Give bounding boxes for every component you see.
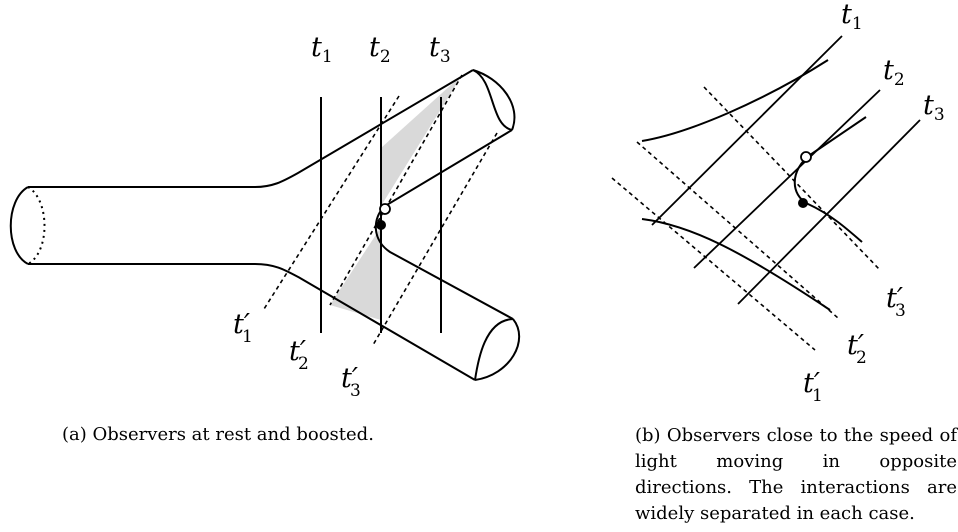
label-b-t1: t1 (841, 0, 863, 34)
interaction-point-b-open (800, 151, 812, 163)
worldline-junction (793, 116, 867, 243)
boosted-line-t3p (372, 132, 498, 346)
label-b-t3p: t′3 (886, 283, 906, 321)
interaction-point-b-filled (798, 198, 808, 208)
interaction-point-open (379, 203, 391, 215)
observer-line-b-t3 (737, 119, 921, 305)
label-b-t1p: t′1 (803, 368, 823, 406)
boosted-line-t1p (263, 95, 400, 310)
label-a-t1p: t′1 (233, 309, 253, 347)
worldline-upper (641, 59, 829, 142)
observer-line-b-t2 (693, 89, 881, 269)
label-a-t2p: t′2 (289, 336, 309, 374)
trunk-lower-edge (28, 263, 476, 381)
observer-line-b-t1 (651, 35, 843, 226)
left-cap-solid (9, 186, 29, 265)
label-b-t2: t2 (883, 55, 905, 90)
caption-a: (a) Observers at rest and boosted. (62, 424, 374, 445)
boosted-line-b-t1p (611, 177, 816, 351)
boosted-line-b-t3p (703, 86, 881, 271)
lower-leg-cap-back (474, 318, 521, 381)
label-b-t3: t3 (923, 90, 945, 125)
label-a-t1: t1 (311, 32, 333, 67)
interaction-point-filled (376, 220, 386, 230)
boosted-line-b-t2p (636, 141, 839, 319)
worldline-lower (641, 218, 831, 311)
label-a-t3: t3 (429, 32, 451, 67)
boosted-line-t2p (329, 74, 463, 306)
trunk-upper-edge (28, 69, 474, 188)
label-b-t2p: t′2 (847, 330, 867, 368)
label-a-t3p: t′3 (341, 363, 361, 401)
lower-leg-cap-front (474, 318, 514, 381)
panel-b-diagram: t1 t2 t3 t′3 t′2 t′1 (611, 0, 945, 406)
caption-b: (b) Observers close to the speed of ligh… (635, 425, 957, 524)
shaded-region-lower (330, 227, 381, 320)
label-a-t2: t2 (369, 32, 391, 67)
left-cap-dotted (27, 186, 46, 265)
upper-leg-cap-front (472, 69, 513, 131)
panel-a-diagram: t1 t2 t3 t′1 t′2 t′3 (9, 32, 521, 401)
upper-leg-cap-back (472, 69, 516, 131)
